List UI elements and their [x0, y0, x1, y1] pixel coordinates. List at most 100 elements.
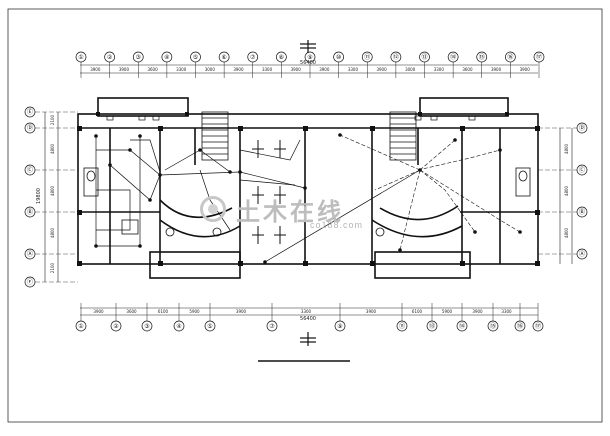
left-axis-bubble: Ⓓ: [24, 122, 36, 134]
circuit-line: [199, 169, 231, 231]
bottom-axis-bubble-label: ⑰: [535, 322, 541, 330]
drawing-frame: [7, 8, 603, 423]
panel-symbol: [138, 115, 146, 121]
bottom-axis-bubble: ①: [75, 320, 87, 332]
bottom-dim-text: 6100: [158, 309, 169, 314]
top-axis-bubble-label: ⑧: [279, 54, 284, 61]
top-dim-text: 3600: [462, 67, 473, 72]
left-axis-bubble-label: Ⓒ: [27, 166, 33, 174]
fixture-symbol: [518, 230, 522, 234]
top-dim-text: 3300: [348, 67, 359, 72]
fixture-symbol: [138, 134, 142, 138]
top-dim-text: 3300: [434, 67, 445, 72]
bottom-axis-bubble: ⑮: [487, 320, 499, 332]
left-dim-text: 2100: [50, 114, 55, 125]
bottom-dim-text: 3900: [93, 309, 104, 314]
bottom-axis-bubble-label: ④: [176, 323, 181, 330]
bottom-axis-bubble: ②: [110, 320, 122, 332]
top-axis-bubble: ⑪: [361, 51, 373, 63]
fixture-symbol: [94, 244, 98, 248]
top-axis-bubble-label: ②: [107, 54, 113, 61]
fixture-symbol: [418, 168, 422, 172]
fixture-symbol: [138, 244, 142, 248]
dimension-lines: [44, 64, 573, 316]
bottom-dim-text: 5900: [442, 309, 453, 314]
top-axis-bubble-label: ⑥: [221, 54, 226, 61]
top-axis-bubble: ⑮: [476, 51, 488, 63]
bottom-axis-bubble-label: ①: [78, 323, 83, 330]
top-dim-text: 3900: [376, 67, 387, 72]
bottom-dim-text: 6100: [412, 309, 423, 314]
bottom-axis-bubble-label: ③: [144, 323, 149, 330]
top-axis-bubble: ⑰: [533, 51, 545, 63]
top-axis-bubble: ⑩: [333, 51, 344, 63]
top-axis-bubble: ⑥: [218, 51, 230, 63]
top-axis-bubble-label: ③: [136, 54, 141, 61]
left-axis-bubble: Ⓔ: [24, 106, 36, 118]
top-axis-bubble: ⑧: [276, 51, 287, 63]
bottom-dim-text: 3900: [366, 309, 377, 314]
bottom-axis-bubble: ③: [141, 320, 153, 332]
panel-symbol: [468, 115, 476, 121]
top-axis-bubble-label: ⑫: [393, 53, 399, 61]
fixture-symbol: [238, 170, 242, 174]
bottom-dim-text: 3900: [236, 309, 247, 314]
fixture-symbol: [473, 230, 477, 234]
circuit-line-dashed: [419, 139, 456, 171]
top-dim-text: 3900: [119, 67, 130, 72]
left-axis-bubble-label: Ⓔ: [27, 108, 33, 116]
top-dim-text: 3900: [520, 67, 531, 72]
bottom-axis-bubble-label: ⑨: [337, 323, 342, 330]
fixture-symbol: [158, 173, 162, 177]
circuit-line: [96, 189, 131, 231]
bottom-axis-bubble-label: ⑦: [269, 323, 275, 330]
circuit-line: [130, 139, 161, 173]
fixture-symbol: [228, 170, 232, 174]
top-axis-bubble: ④: [161, 51, 173, 63]
bottom-axis-bubble-label: ⑤: [207, 323, 212, 330]
left-axis-bubble: Ⓕ: [24, 276, 36, 288]
circuit-line: [239, 139, 301, 161]
bottom-axis-bubble: ⑭: [456, 320, 468, 332]
right-dim-text: 4800: [564, 143, 569, 154]
left-axis-bubble: Ⓐ: [24, 248, 36, 260]
bottom-dim-text: 3600: [126, 309, 137, 314]
bottom-axis-bubble: ⑬: [426, 320, 438, 332]
top-dim-text: 3600: [147, 67, 158, 72]
left-dim-text: 4800: [50, 227, 55, 238]
stair-right: [389, 111, 417, 161]
top-axis-bubble: ⑬: [419, 51, 430, 63]
top-axis-bubble-label: ⑮: [479, 53, 485, 61]
total-dim-top: 56400: [300, 60, 316, 66]
top-dim-text: 3000: [205, 67, 216, 72]
top-dim-text: 3900: [233, 67, 244, 72]
bottom-axis-bubble-label: ⑮: [490, 322, 496, 330]
left-axis-bubble-label: Ⓑ: [27, 208, 33, 216]
wiring-circuits: [94, 115, 522, 264]
fixture-symbol: [338, 133, 342, 137]
top-axis-bubble: ⑯: [505, 51, 516, 63]
left-axis-bubble-label: Ⓐ: [27, 250, 33, 258]
circuit-line-dashed: [419, 169, 521, 233]
top-axis-bubble-label: ⑪: [364, 53, 370, 61]
top-axis-bubble: ②: [104, 51, 115, 63]
fixture-symbol: [498, 148, 502, 152]
bottom-axis-bubble-label: ⑬: [429, 322, 435, 330]
bottom-axis-bubble: ⑤: [204, 320, 216, 332]
bottom-axis-bubble-label: ⑭: [459, 322, 465, 330]
bottom-dim-text: 3900: [472, 309, 483, 314]
top-axis-bubble: ⑤: [190, 51, 201, 63]
top-axis-bubble: ⑭: [447, 51, 459, 63]
left-dim-text: 2100: [50, 262, 55, 273]
bathroom-fixtures: [83, 167, 531, 237]
section-mark-top: [300, 40, 316, 53]
building-walls: [77, 97, 539, 279]
top-axis-bubble-label: ④: [164, 54, 169, 61]
top-axis-bubble-label: ⑬: [421, 53, 427, 61]
top-dim-text: 3900: [491, 67, 502, 72]
left-axis-bubble-label: Ⓕ: [27, 278, 33, 286]
